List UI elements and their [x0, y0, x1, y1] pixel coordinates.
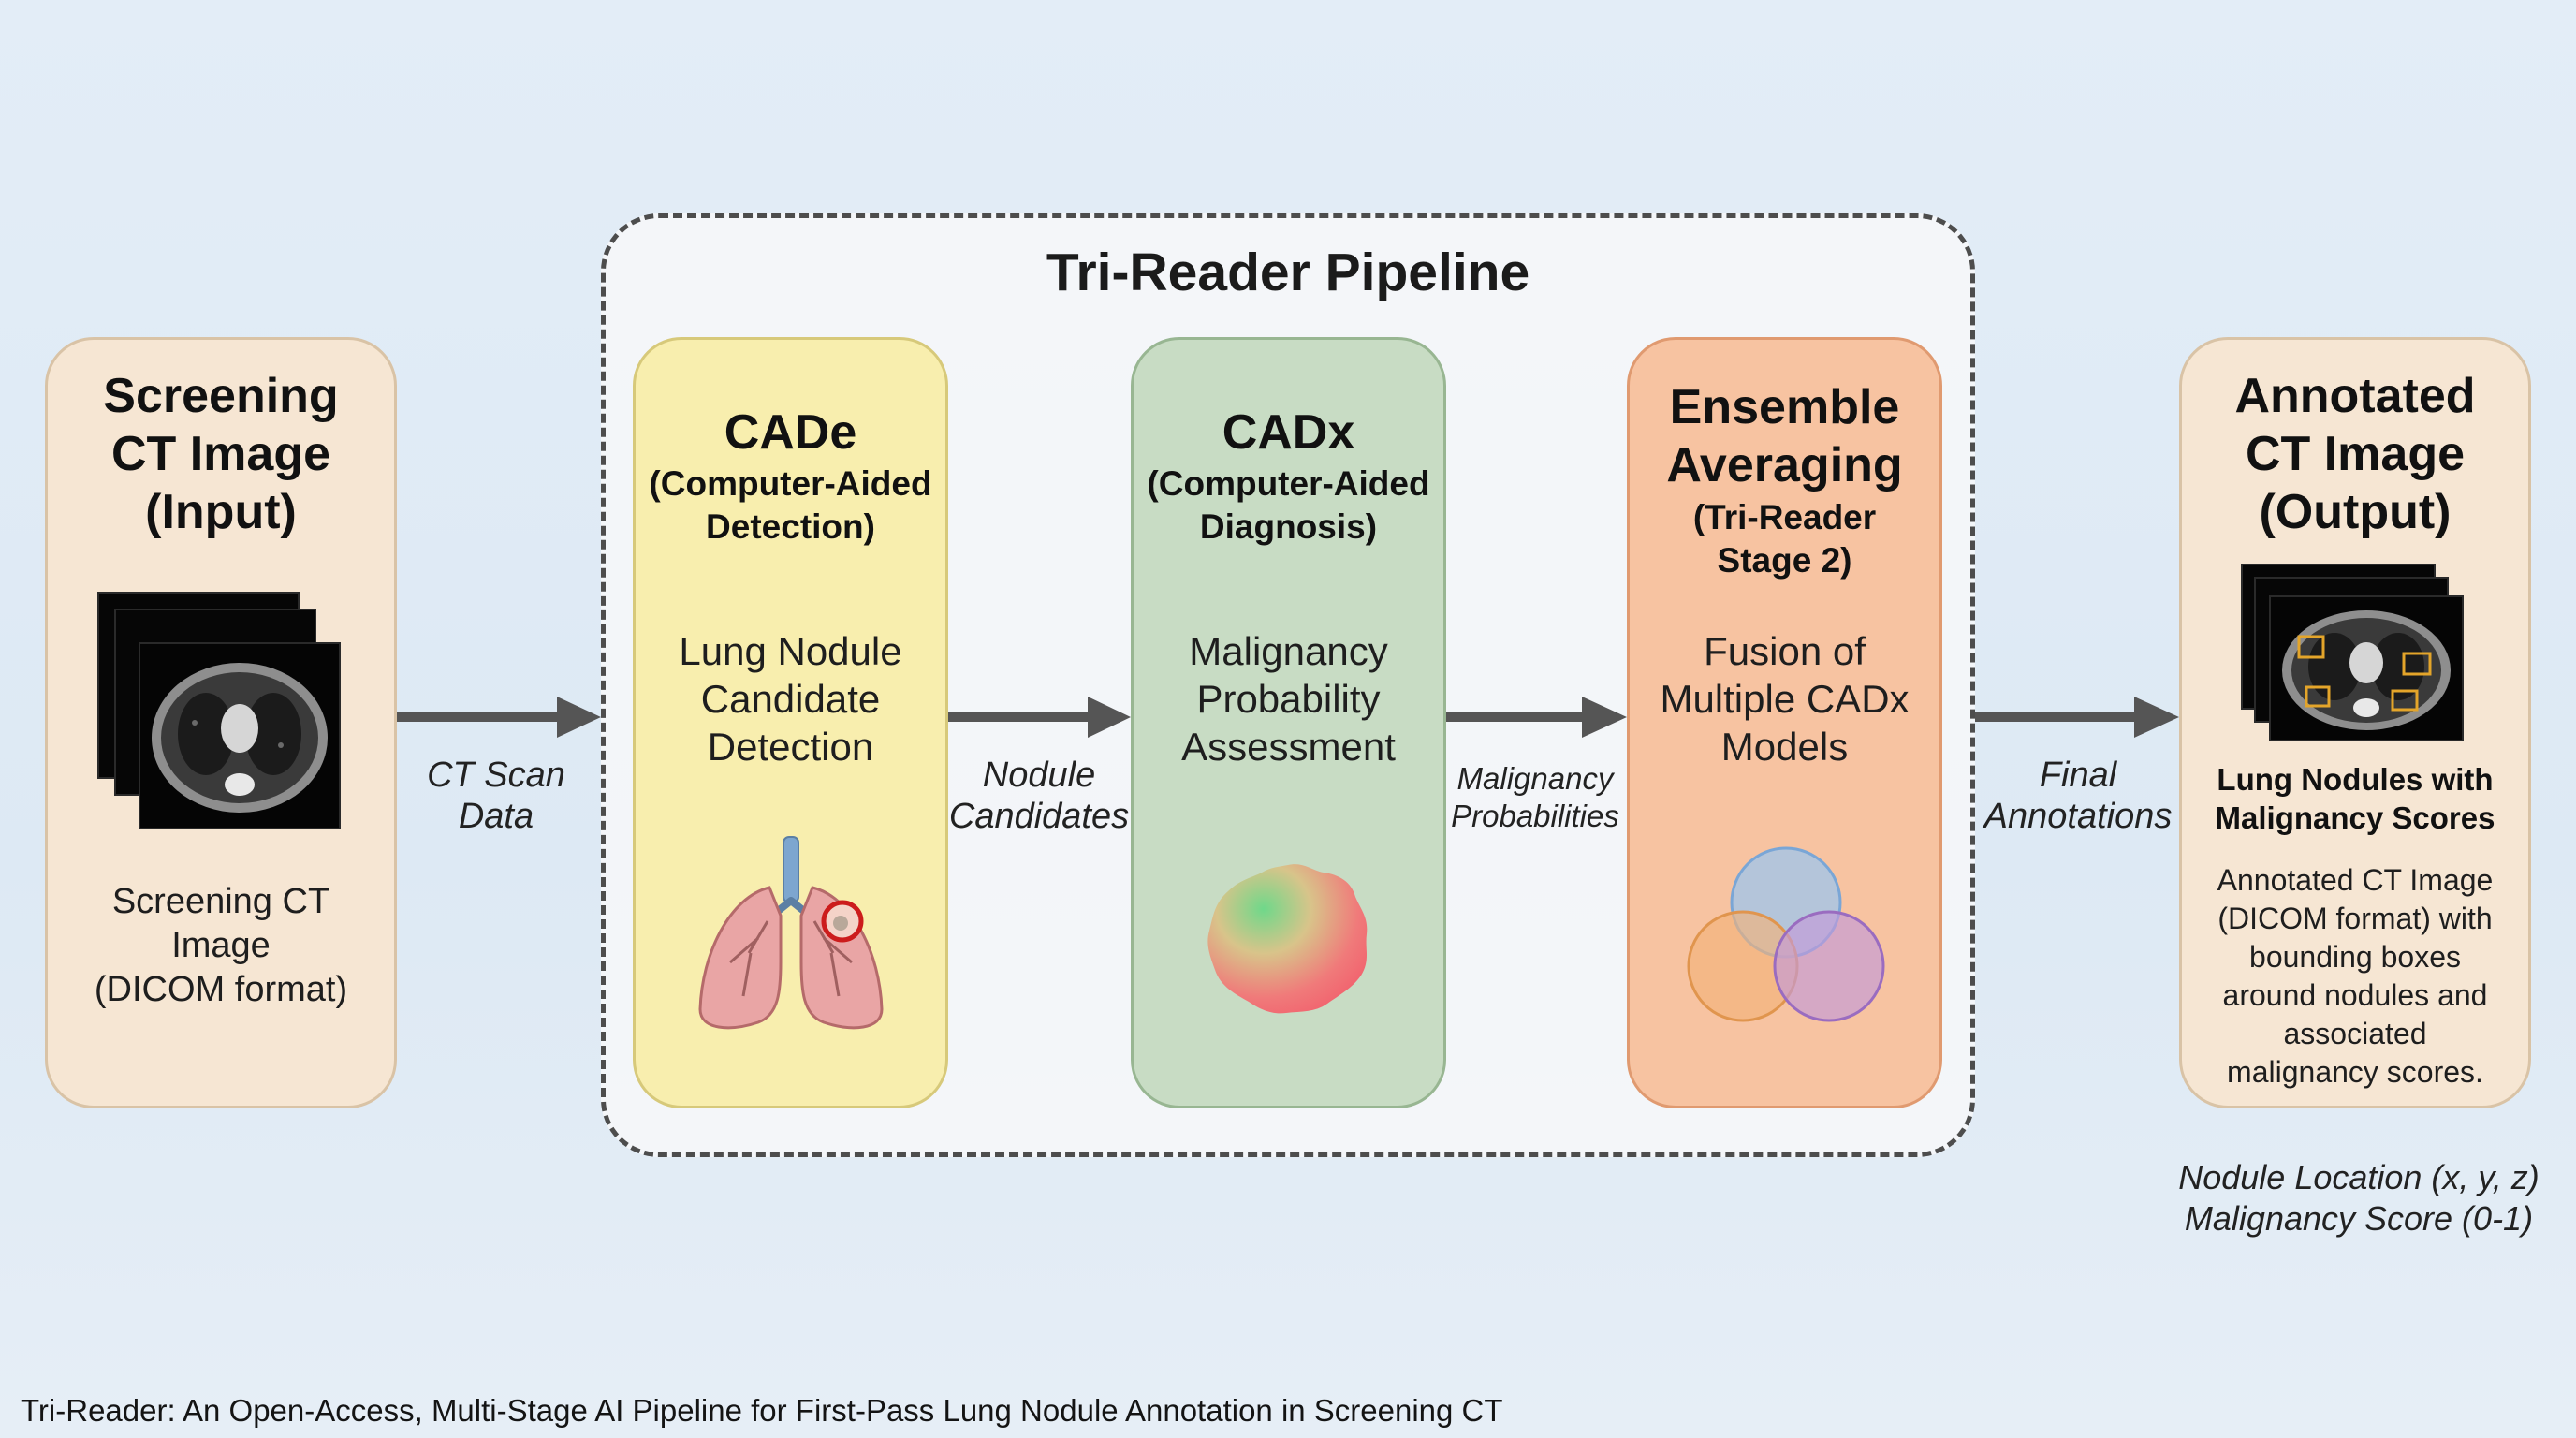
- arrow-cade-to-cadx: [948, 697, 1131, 738]
- cade-card-title: CADe: [724, 405, 857, 460]
- cade-card: [633, 337, 948, 1108]
- annotated-ct-stack-icon: [2241, 564, 2475, 751]
- figure-caption: Tri-Reader: An Open-Access, Multi-Stage …: [21, 1393, 1503, 1428]
- nodule-heatmap-icon: [1208, 864, 1368, 1014]
- cadx-card: [1131, 337, 1446, 1108]
- cadx-card-subtitle: (Computer-Aided Diagnosis): [1147, 464, 1430, 546]
- output-card-description: Annotated CT Image (DICOM format) with b…: [2217, 863, 2494, 1089]
- ct-scan-stack-icon: [97, 592, 350, 835]
- cadx-card-description: Malignancy Probability Assessment: [1181, 629, 1396, 769]
- ensemble-card-description: Fusion of Multiple CADx Models: [1660, 629, 1910, 769]
- cade-card-subtitle: (Computer-Aided Detection): [649, 464, 932, 546]
- cade-card-description: Lung Nodule Candidate Detection: [679, 629, 902, 769]
- edge-label-ct-scan-data: CT Scan Data: [427, 756, 565, 836]
- cadx-card-title: CADx: [1222, 405, 1355, 460]
- lungs-with-nodule-icon: [698, 836, 884, 1030]
- edge-label-nodule-candidates: Nodule Candidates: [948, 756, 1130, 836]
- output-card-title: Annotated CT Image (Output): [2234, 369, 2476, 539]
- output-card-subtitle: Lung Nodules with Malignancy Scores: [2215, 762, 2496, 835]
- arrow-ensemble-to-output: [1975, 697, 2179, 738]
- ensemble-card-subtitle: (Tri-Reader Stage 2): [1692, 498, 1877, 580]
- input-card-title: Screening CT Image (Input): [103, 369, 339, 539]
- arrow-cadx-to-ensemble: [1446, 697, 1627, 738]
- pipeline-title: Tri-Reader Pipeline: [1046, 242, 1530, 302]
- arrow-input-to-cade: [397, 697, 601, 738]
- ensemble-card-title: Ensemble Averaging: [1666, 380, 1903, 492]
- venn-diagram-icon: [1687, 846, 1885, 1022]
- edge-label-final-annotations: Final Annotations: [1983, 756, 2173, 836]
- edge-label-malignancy-probabilities: Malignancy Probabilities: [1451, 761, 1619, 833]
- output-note: Nodule Location (x, y, z) Malignancy Sco…: [2178, 1158, 2539, 1238]
- input-card-description: Screening CT Image (DICOM format): [94, 882, 348, 1009]
